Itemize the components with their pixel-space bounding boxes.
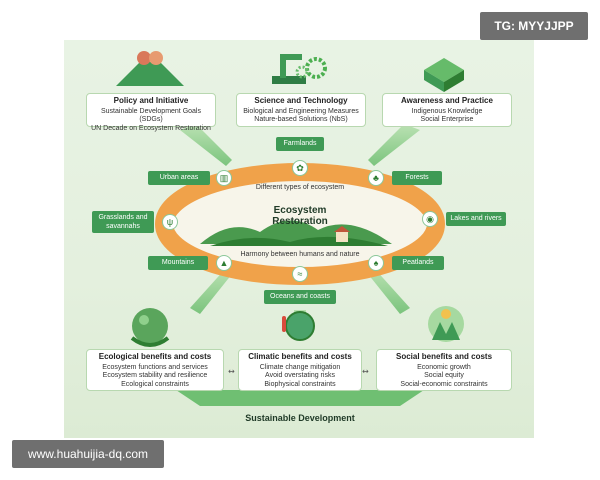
tree-icon: ♣ [368,170,384,186]
box-line: Ecosystem functions and services [102,363,208,371]
chip-peatlands: Peatlands [392,256,444,270]
chip-grasslands: Grasslands and savannahs [92,211,154,233]
watermark-tag: TG: MYYJJPP [480,12,588,40]
grass-icon: ψ [162,214,178,230]
blocks-icon [424,58,464,92]
box-line: Sustainable Development Goals (SDGs) [100,107,201,124]
science-box: Science and Technology Biological and En… [236,93,366,127]
robot-arm-gear-icon [272,54,327,84]
box-line: Ecosystem stability and resilience [102,372,208,380]
landscape-illustration [200,220,392,246]
box-line: Social equity [424,372,464,380]
box-title: Science and Technology [254,96,348,105]
box-line: Economic growth [417,363,471,371]
wave-icon: ≈ [292,266,308,282]
svg-text:↔: ↔ [362,367,369,376]
box-line: Ecological constraints [121,380,189,388]
box-title: Awareness and Practice [401,96,493,105]
water-drop-icon: ◉ [422,211,438,227]
svg-text:↔: ↔ [228,367,235,376]
box-line: Nature-based Solutions (NbS) [254,116,348,124]
harmony-label: Harmony between humans and nature [240,251,360,258]
chip-mountains: Mountains [148,256,208,270]
handshake-icon [116,51,184,86]
box-line: Biophysical constraints [264,380,336,388]
box-line: Social-economic constraints [400,380,488,388]
building-icon: ▥ [216,170,232,186]
plant-icon: ♠ [368,255,384,271]
globe-hands-icon [130,308,170,347]
chip-farmlands: Farmlands [276,137,324,151]
box-line: Climate change mitigation [259,363,341,371]
chip-forests: Forests [392,171,442,185]
box-line: UN Decade on Ecosystem Restoration [91,124,211,132]
people-nature-icon [428,306,464,342]
ecological-box: Ecological benefits and costs Ecosystem … [86,349,224,391]
awareness-box: Awareness and Practice Indigenous Knowle… [382,93,512,127]
box-title: Social benefits and costs [395,352,493,361]
earth-thermometer-icon [282,311,315,341]
farmland-icon: ✿ [292,160,308,176]
box-line: Social Enterprise [420,116,474,124]
mountain-icon: ▲ [216,255,232,271]
ecosystem-types-label: Different types of ecosystem [255,184,345,191]
box-title: Ecological benefits and costs [98,352,212,361]
social-box: Social benefits and costs Economic growt… [376,349,512,391]
policy-box: Policy and Initiative Sustainable Develo… [86,93,216,132]
chip-oceans: Oceans and coasts [264,290,336,304]
center-title: Ecosystem Restoration [272,205,328,227]
box-line: Biological and Engineering Measures [243,107,359,115]
box-line: Avoid overstating risks [265,372,335,380]
box-line: Indigenous Knowledge [411,107,483,115]
chip-lakes: Lakes and rivers [446,212,506,226]
box-title: Policy and Initiative [113,96,189,105]
sustainable-development-title: Sustainable Development [245,413,355,423]
box-title: Climatic benefits and costs [248,352,352,361]
chip-urban: Urban areas [148,171,210,185]
watermark-url: www.huahuijia-dq.com [12,440,164,468]
climatic-box: Climatic benefits and costs Climate chan… [238,349,362,391]
